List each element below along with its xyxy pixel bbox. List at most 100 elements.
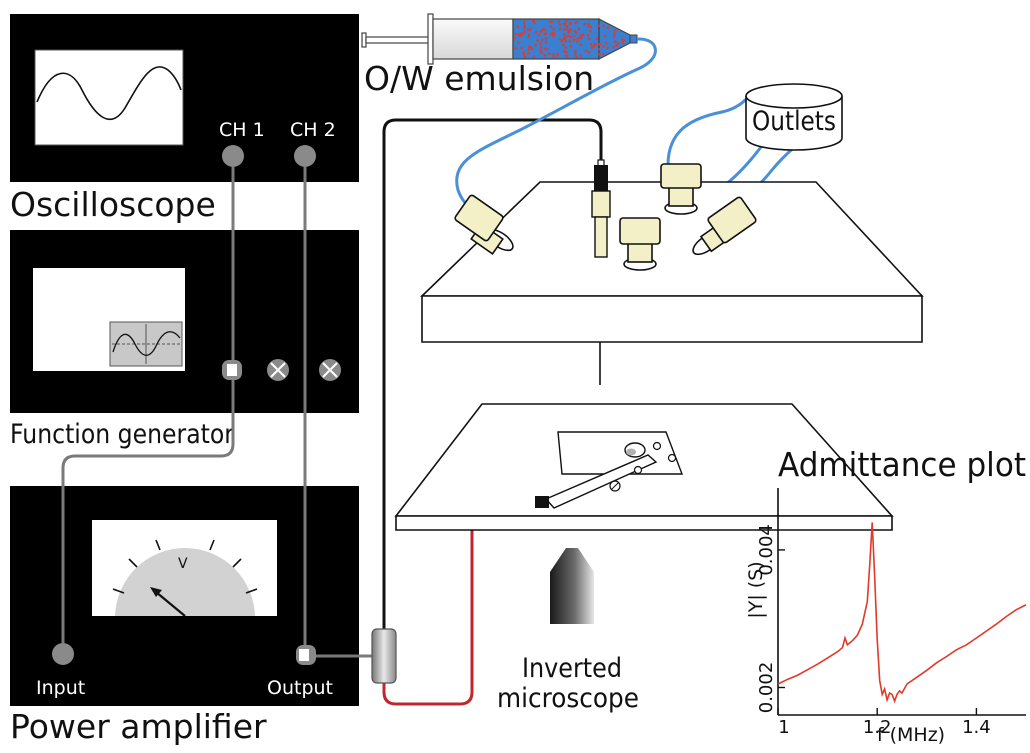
ch2-knob[interactable] (294, 145, 316, 167)
syringe: O/W emulsion (361, 13, 638, 98)
droplet (532, 19, 535, 23)
outlets-label: Outlets (752, 106, 836, 137)
function-generator-label: Function generator (10, 419, 235, 450)
oscilloscope-sine-wave (36, 66, 182, 121)
outlets-rim (745, 83, 843, 109)
droplet (597, 42, 600, 46)
ch1-label: CH 1 (219, 119, 265, 141)
piezo-transducer (535, 496, 549, 508)
droplet (545, 37, 548, 40)
droplet (587, 22, 590, 26)
droplet (616, 42, 620, 45)
x-tick-label: 1.2 (863, 717, 892, 738)
droplet (527, 52, 530, 55)
droplet (579, 43, 582, 47)
power-amplifier-label: Power amplifier (10, 707, 267, 746)
emulsion-label: O/W emulsion (364, 59, 594, 98)
droplet (569, 35, 573, 39)
droplet (573, 29, 577, 33)
droplet (562, 37, 566, 41)
microscope-objective: Inverted microscope (497, 548, 639, 714)
stage-front-face (395, 515, 893, 531)
black-electrode-wire (382, 118, 603, 660)
droplet (552, 34, 555, 38)
droplet (564, 39, 568, 43)
droplet (567, 34, 570, 38)
droplet (552, 28, 555, 31)
droplet (562, 43, 565, 47)
y-axis-label: |Y| (S) (745, 561, 767, 618)
droplet (523, 22, 526, 25)
droplet (566, 55, 569, 58)
syringe-barrel-emulsion (512, 18, 600, 60)
droplet (602, 24, 605, 28)
syringe-nozzle (629, 34, 638, 44)
meter-needle (155, 591, 186, 617)
meter-ticks (112, 539, 258, 594)
chip-holder-block (420, 181, 924, 385)
droplet (584, 49, 588, 53)
droplet (534, 30, 538, 34)
fg-port-inner (227, 364, 237, 376)
chip-hole-1 (652, 441, 662, 451)
droplet (590, 46, 594, 49)
bnc-connector[interactable] (371, 628, 397, 684)
droplet (532, 55, 536, 58)
x-tick-label: 1.4 (962, 717, 991, 738)
droplet (603, 34, 607, 38)
droplet (595, 37, 599, 40)
fg-knob-1[interactable] (267, 359, 289, 381)
fittings (454, 163, 757, 271)
droplet (613, 40, 617, 43)
droplet (574, 55, 578, 58)
droplet (556, 52, 559, 56)
droplet (602, 45, 605, 48)
droplet (579, 54, 583, 57)
droplet (604, 41, 608, 45)
droplet (582, 33, 585, 37)
meter-unit-label: V (178, 556, 188, 572)
oscilloscope-label: Oscilloscope (10, 185, 216, 224)
signal-wires (61, 167, 372, 658)
droplet (568, 23, 572, 26)
droplet (587, 37, 591, 41)
microscope-label-line2: microscope (497, 683, 639, 714)
droplet (558, 38, 562, 41)
droplet (614, 29, 617, 32)
fg-knob-2[interactable] (319, 359, 341, 381)
droplet (517, 33, 521, 37)
droplet (615, 44, 618, 47)
droplet (583, 23, 586, 26)
outlets-container: Outlets (745, 83, 843, 151)
droplet (563, 22, 566, 26)
pa-input-port[interactable] (52, 643, 74, 665)
droplet (528, 27, 532, 31)
fitting-right (692, 196, 757, 256)
droplet (589, 25, 593, 29)
droplet (539, 30, 543, 33)
droplet (552, 54, 556, 58)
droplet (577, 27, 581, 31)
plunger-rod (365, 36, 431, 44)
droplet (612, 45, 616, 49)
inlet-tube (455, 37, 657, 214)
droplet (551, 31, 554, 35)
droplet (534, 43, 537, 46)
emulsion-droplets (513, 19, 626, 58)
droplet (596, 24, 600, 28)
power-amplifier: V Input Output Power amplifier (10, 486, 359, 746)
droplet (572, 38, 576, 42)
function-generator: Function generator (10, 230, 359, 450)
electrode-probe (591, 159, 611, 258)
droplet (527, 48, 531, 51)
ch2-label: CH 2 (290, 119, 336, 141)
droplet (558, 23, 562, 27)
ch1-knob[interactable] (222, 145, 244, 167)
droplet (613, 32, 616, 35)
droplet (523, 30, 527, 34)
droplet (514, 46, 518, 50)
oscilloscope-screen (34, 49, 184, 146)
